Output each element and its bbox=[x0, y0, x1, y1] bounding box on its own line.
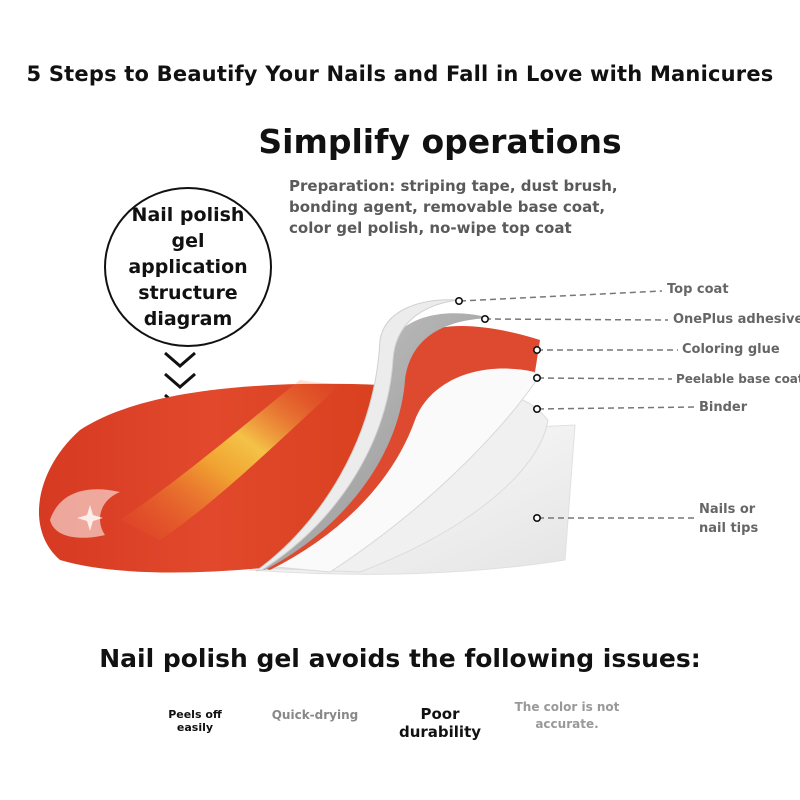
dot-coloring-glue bbox=[532, 345, 541, 354]
dot-binder bbox=[532, 404, 541, 413]
leader-oneplus-adhesive bbox=[484, 318, 669, 321]
layer-label-peelable-base: Peelable base coat bbox=[676, 372, 800, 386]
leader-peelable-base bbox=[537, 377, 673, 380]
chevron-down-icon bbox=[164, 372, 196, 389]
layer-label-top-coat: Top coat bbox=[667, 282, 729, 297]
structure-diagram-callout: Nail polish gel application structure di… bbox=[104, 187, 272, 347]
oneplus-adhesive-layer bbox=[258, 313, 490, 570]
issue-poor-durability: Poor durability bbox=[398, 705, 482, 741]
dot-oneplus-adhesive bbox=[480, 314, 489, 323]
layer-label-binder: Binder bbox=[699, 400, 748, 415]
page-title: 5 Steps to Beautify Your Nails and Fall … bbox=[26, 62, 774, 86]
leader-top-coat bbox=[459, 290, 663, 302]
dot-peelable-base bbox=[532, 373, 541, 382]
nail-layer-diagram bbox=[38, 290, 695, 575]
chevron-down-icon bbox=[164, 351, 196, 368]
callout-text: Nail polish gel application structure di… bbox=[128, 204, 248, 330]
shimmer-band bbox=[120, 380, 340, 540]
dot-nails bbox=[532, 513, 541, 522]
layer-label-coloring-glue: Coloring glue bbox=[682, 342, 780, 357]
issues-title: Nail polish gel avoids the following iss… bbox=[99, 644, 701, 673]
layer-leaders bbox=[459, 290, 695, 519]
layer-label-oneplus-adhesive: OnePlus adhesive bbox=[673, 312, 800, 327]
dot-top-coat bbox=[454, 296, 463, 305]
issue-quick-drying: Quick-drying bbox=[271, 708, 359, 722]
section-title: Simplify operations bbox=[258, 122, 622, 161]
nail-highlight bbox=[50, 489, 120, 538]
sparkle bbox=[77, 505, 103, 531]
layer-label-nails: Nails or nail tips bbox=[699, 502, 759, 536]
issue-peels-off: Peels off easily bbox=[168, 708, 222, 734]
leader-binder bbox=[537, 406, 695, 410]
layer-dots bbox=[454, 296, 541, 522]
preparation-text: Preparation: striping tape, dust brush, … bbox=[289, 177, 618, 237]
issue-color-inaccurate: The color is not accurate. bbox=[514, 700, 620, 731]
coloring-glue-layer bbox=[262, 326, 540, 570]
